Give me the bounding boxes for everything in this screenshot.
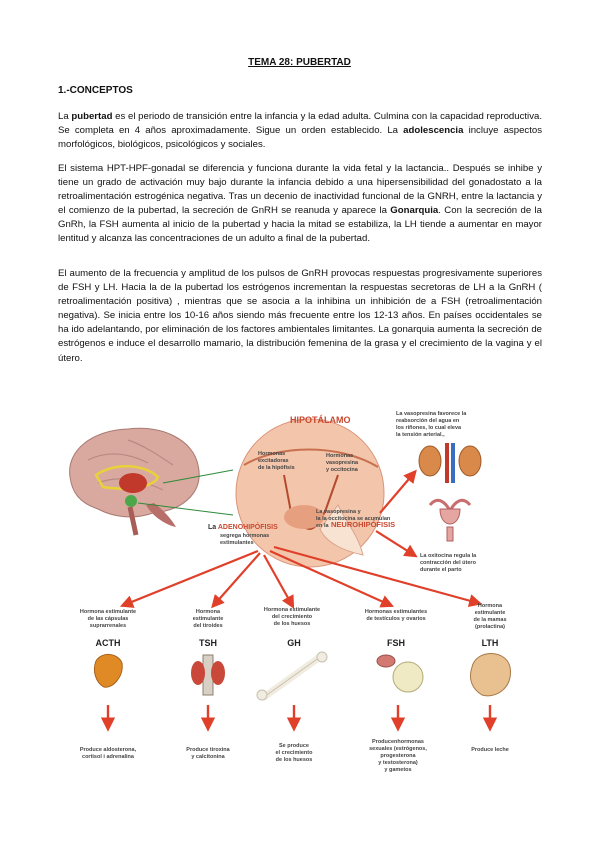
- adrenal-gland-illustration: [93, 654, 123, 688]
- document-title: TEMA 28: PUBERTAD: [248, 57, 351, 68]
- gonads-illustration: [376, 654, 424, 693]
- term-gonarquia: Gonarquia: [390, 205, 439, 217]
- fsh-name: FSH: [387, 638, 405, 648]
- hormonas-vasopresina-label: Hormonas vasopresina y occitocina: [326, 453, 360, 473]
- bone-illustration: [256, 651, 328, 701]
- hipotalamo-label: HIPOTÁLAMO: [290, 415, 351, 425]
- paragraph-gnrh: El aumento de la frecuencia y amplitud d…: [58, 268, 542, 364]
- term-adolescencia: adolescencia: [403, 125, 464, 137]
- paragraph-sistema: El sistema HPT-HPF-gonadal se diferencia…: [58, 162, 542, 247]
- p2-text-c: . Con la secreción de la GnRh, la FSH au…: [58, 205, 542, 245]
- p1-text-c: es el periodo de transición entre la inf…: [58, 111, 542, 137]
- p2-text-a: El sistema HPT-HPF-gonadal se diferencia…: [58, 163, 542, 217]
- hormone-diagram: HIPOTÁLAMO Hormonas excitadoras de la hi…: [69, 411, 511, 773]
- adenohipofisis-sub: segrega hormonas estimulantes: [220, 533, 271, 546]
- hormonas-excitadoras-label: Hormonas excitadoras de la hipófisis: [258, 451, 295, 471]
- paragraph-pubertad: La pubertad es el periodo de transición …: [58, 110, 542, 152]
- adeno-arrows: [119, 545, 483, 609]
- kidneys-illustration: [418, 443, 482, 483]
- arrow-to-uterus: [375, 530, 418, 558]
- section-heading: 1.-CONCEPTOS: [58, 85, 133, 96]
- hypothalamus-zoom: [235, 418, 385, 568]
- oxitocina-note: La oxitocina regula la contracción del ú…: [420, 553, 478, 573]
- breast-illustration: [469, 653, 511, 697]
- term-pubertad: pubertad: [71, 111, 113, 122]
- acth-name: ACTH: [96, 638, 121, 648]
- brain-illustration: [69, 427, 234, 536]
- thyroid-illustration: [191, 654, 225, 696]
- tsh-name: TSH: [199, 638, 217, 648]
- arrow-to-kidneys: [379, 469, 417, 514]
- uterus-illustration: [428, 498, 472, 542]
- vasopresina-note: La vasopresina favorece la reabsorción d…: [396, 411, 468, 438]
- gh-name: GH: [287, 638, 301, 648]
- p1-text-e: incluye aspectos morfológicos, biológico…: [58, 125, 542, 151]
- neurohipofisis-label: NEUROHIPÓFISIS: [331, 520, 395, 529]
- acumulan-label: La vasopresina y la la occitocina se acu…: [316, 509, 392, 529]
- adenohipofisis-label: La ADENOHIPÓFISIS: [208, 522, 278, 531]
- svg-text:Produce aldosterona,cortisol i: Produce aldosterona,cortisol i adrenalin…: [80, 747, 137, 760]
- p1-text-a: La: [58, 111, 72, 122]
- svg-text:Produce leche: Produce leche: [471, 747, 509, 753]
- lth-name: LTH: [482, 638, 499, 648]
